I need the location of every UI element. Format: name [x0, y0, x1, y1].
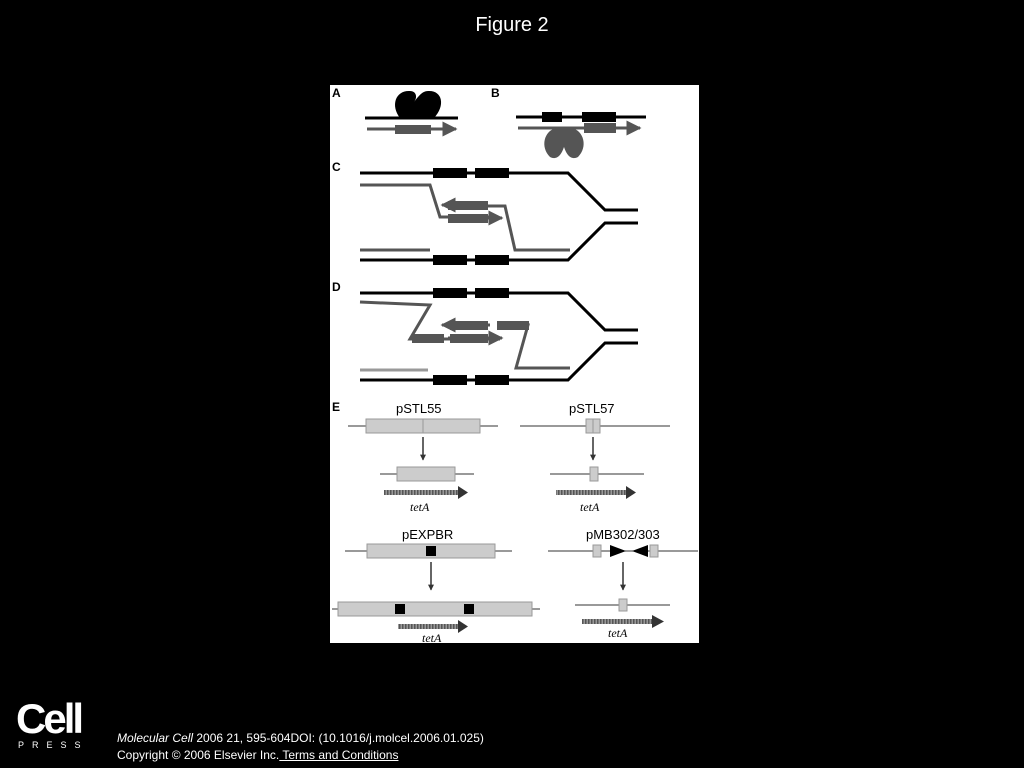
construct-pstl55: pSTL55 tetA: [348, 401, 498, 514]
copyright-line: Copyright © 2006 Elsevier Inc. Terms and…: [117, 748, 398, 762]
figure-panel: A B C D: [330, 85, 699, 643]
citation: Molecular Cell 2006 21, 595-604DOI: (10.…: [117, 731, 484, 745]
panel-label-b: B: [491, 86, 500, 100]
plasmid-label-pstl55: pSTL55: [396, 401, 442, 416]
construct-pexpbr: pEXPBR tetA: [332, 527, 540, 643]
panel-label-d: D: [332, 280, 341, 294]
citation-details: 2006 21, 595-604DOI: (10.1016/j.molcel.2…: [193, 731, 484, 745]
construct-pstl57: pSTL57 tetA: [520, 401, 670, 514]
copyright-text: Copyright © 2006 Elsevier Inc.: [117, 748, 280, 762]
panel-c-fork: [360, 168, 638, 265]
panel-a-hairpin: [365, 90, 458, 137]
gene-label-tetA: tetA: [422, 631, 442, 643]
gene-label-tetA: tetA: [410, 500, 430, 514]
logo-sub: PRESS: [18, 740, 89, 750]
construct-pmb302-303: pMB302/303 tetA: [548, 527, 698, 640]
logo-word: Cell: [16, 695, 84, 742]
cell-press-logo: Cell PRESS: [16, 695, 89, 752]
panel-label-e: E: [332, 400, 340, 414]
panel-label-a: A: [332, 86, 341, 100]
plasmid-label-pexpbr: pEXPBR: [402, 527, 453, 542]
gene-label-tetA: tetA: [580, 500, 600, 514]
panel-b-cruciform: [516, 112, 646, 159]
slide-title: Figure 2: [475, 14, 549, 36]
panel-d-fork: [359, 288, 638, 385]
plasmid-label-pstl57: pSTL57: [569, 401, 615, 416]
plasmid-label-pmb302-303: pMB302/303: [586, 527, 660, 542]
gene-label-tetA: tetA: [608, 626, 628, 640]
diagram-svg: A B C D: [332, 86, 698, 643]
panel-label-c: C: [332, 160, 341, 174]
terms-link[interactable]: Terms and Conditions: [279, 748, 399, 762]
journal-name: Molecular Cell: [117, 731, 194, 745]
